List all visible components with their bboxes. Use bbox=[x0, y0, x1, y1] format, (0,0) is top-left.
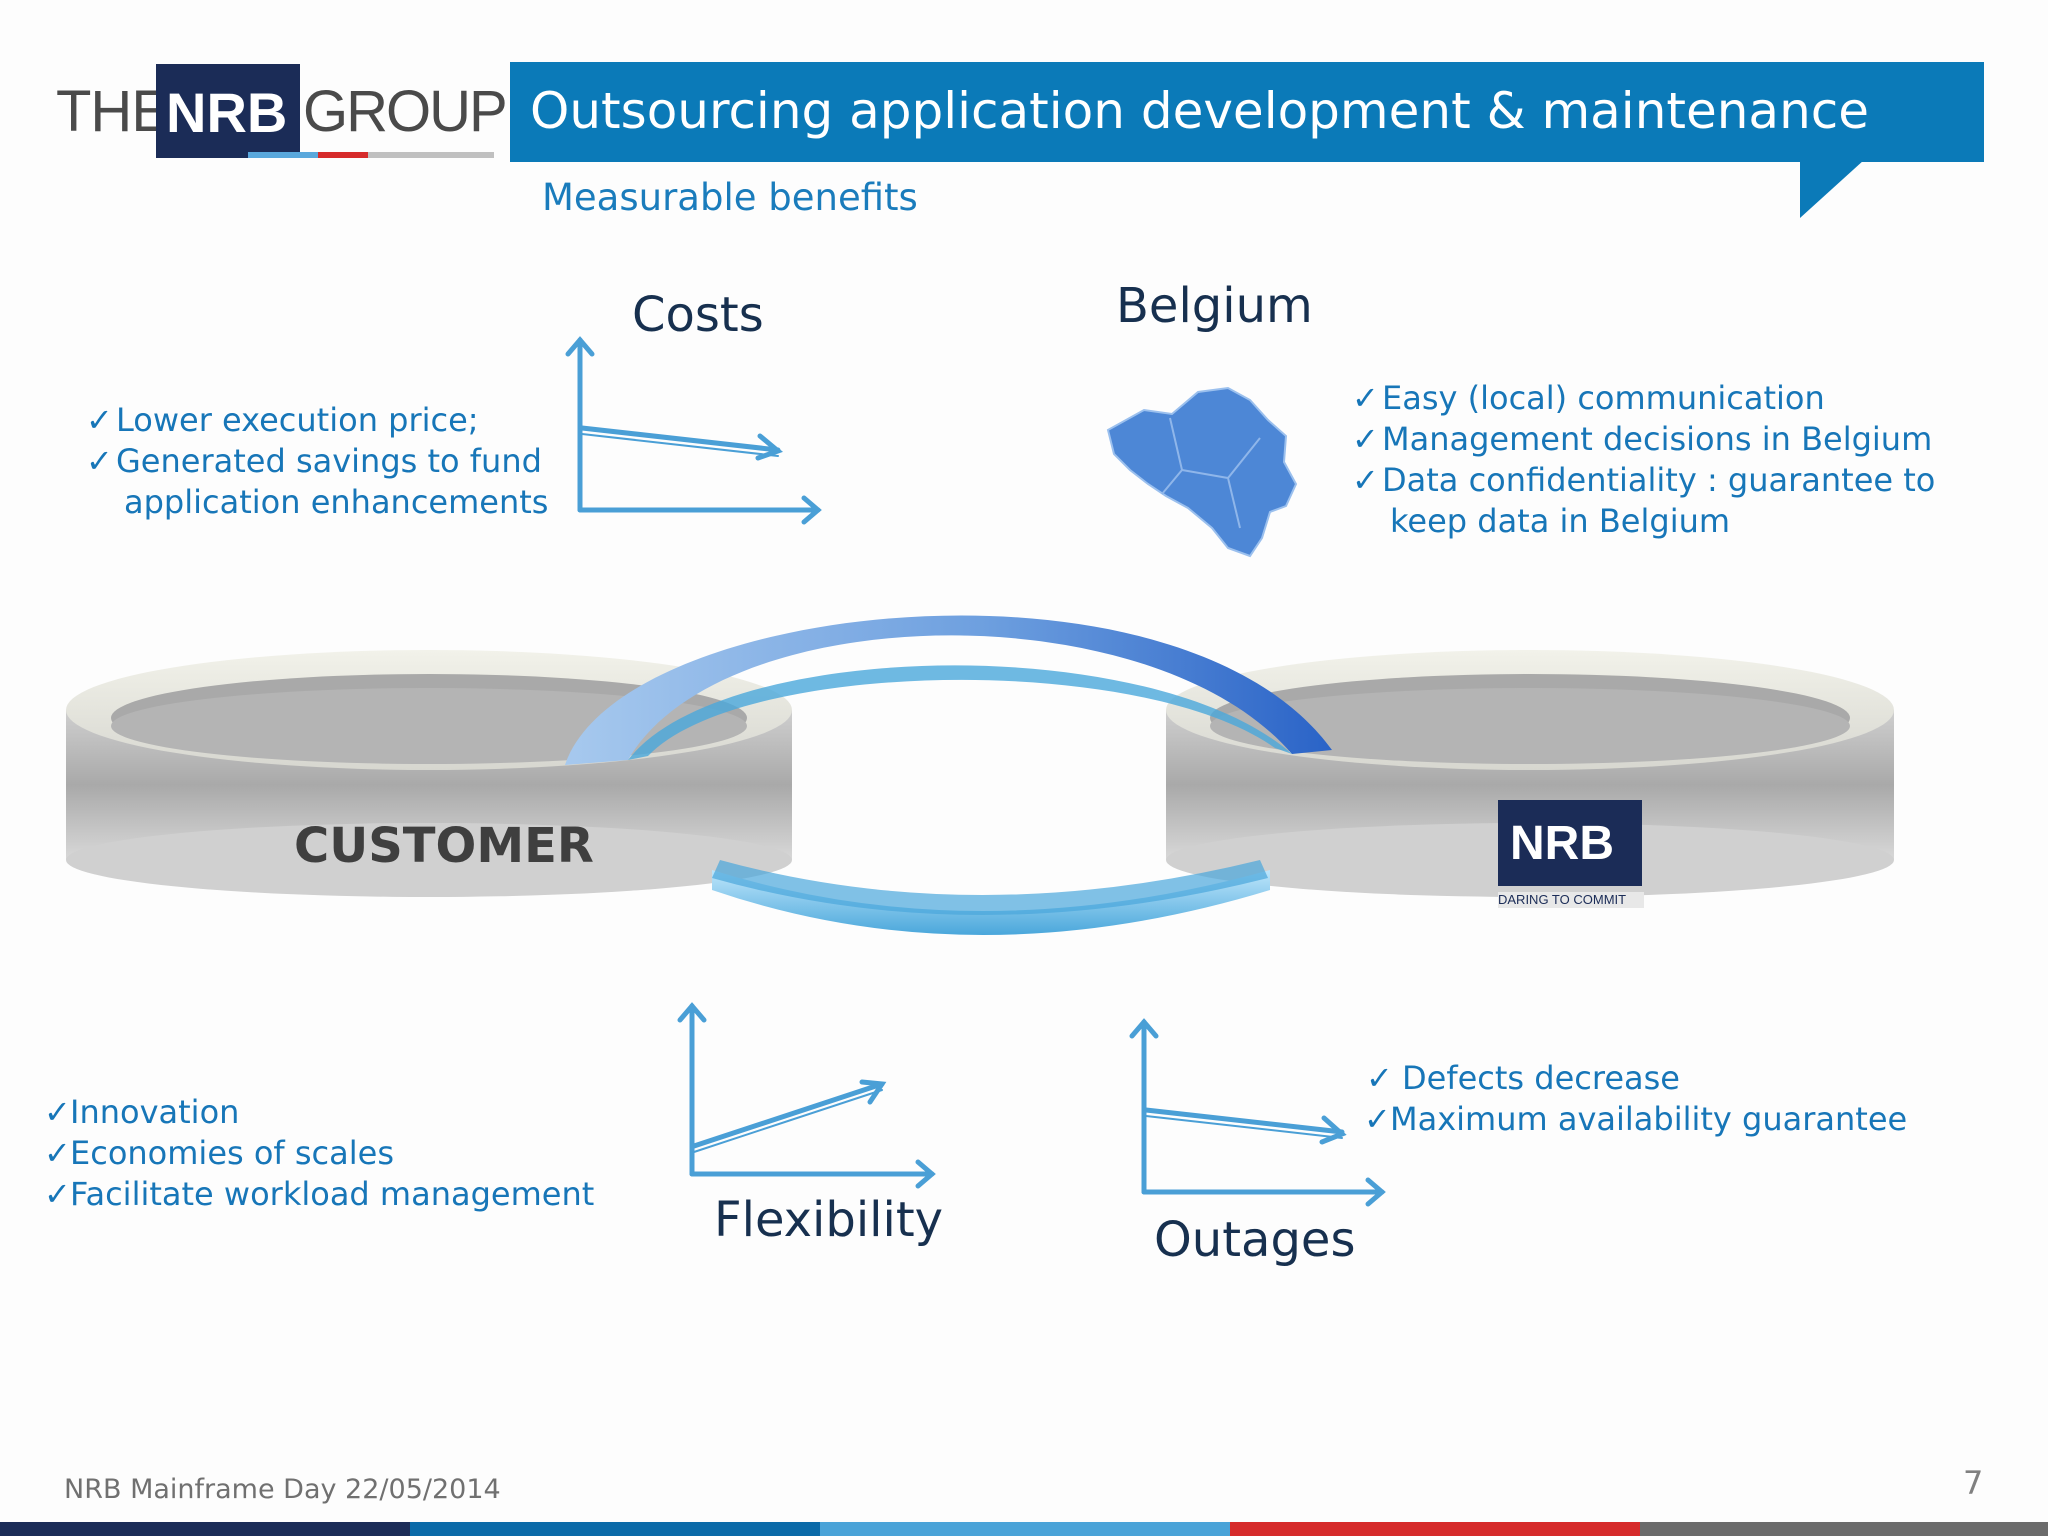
check-icon: ✓ bbox=[86, 401, 113, 439]
list-item-continuation: keep data in Belgium bbox=[1390, 502, 1731, 540]
logo-stripe-blue bbox=[248, 152, 318, 158]
check-icon: ✓ bbox=[44, 1134, 71, 1172]
link-top-arc bbox=[565, 615, 1332, 765]
costs-benefits-list: ✓Lower execution price; ✓Generated savin… bbox=[86, 400, 548, 523]
customer-label: CUSTOMER bbox=[294, 818, 594, 874]
nrb-provider-name: NRB bbox=[1510, 817, 1614, 870]
list-item: ✓Lower execution price; bbox=[86, 401, 479, 439]
flexibility-heading: Flexibility bbox=[714, 1192, 944, 1248]
outages-heading: Outages bbox=[1154, 1212, 1356, 1268]
nrb-provider-logo: NRB bbox=[1498, 800, 1642, 886]
outages-trend-chart bbox=[1129, 1018, 1386, 1207]
list-item: ✓Facilitate workload management bbox=[44, 1175, 595, 1213]
check-icon: ✓ bbox=[86, 442, 113, 480]
logo-the: THE bbox=[56, 79, 170, 144]
check-icon: ✓ bbox=[1352, 420, 1379, 458]
list-item: ✓Easy (local) communication bbox=[1352, 379, 1825, 417]
list-item: ✓Generated savings to fund bbox=[86, 442, 542, 480]
logo-stripe-red bbox=[318, 152, 368, 158]
arrow-head bbox=[565, 336, 595, 357]
title-callout-tail bbox=[1800, 160, 1864, 218]
list-item-continuation: application enhancements bbox=[124, 483, 549, 521]
footer-bar-blue bbox=[410, 1522, 820, 1536]
list-item: ✓Management decisions in Belgium bbox=[1352, 420, 1933, 458]
logo-nrb-box: NRB bbox=[156, 64, 300, 158]
logo-nrb: NRB bbox=[166, 81, 288, 144]
list-item: ✓Economies of scales bbox=[44, 1134, 394, 1172]
check-icon: ✓ bbox=[44, 1175, 71, 1213]
page-subtitle: Measurable benefits bbox=[542, 176, 918, 219]
list-item: ✓Maximum availability guarantee bbox=[1364, 1100, 1908, 1138]
logo-group: GROUP bbox=[303, 79, 508, 144]
outages-benefits-list: ✓Defects decrease ✓Maximum availability … bbox=[1364, 1058, 1907, 1140]
list-item: ✓Data confidentiality : guarantee to bbox=[1352, 461, 1936, 499]
nrb-group-logo: THE NRB GROUP bbox=[56, 64, 508, 158]
rings-diagram bbox=[66, 615, 1894, 935]
footer-bar-lightblue bbox=[820, 1522, 1230, 1536]
list-item: ✓Innovation bbox=[44, 1093, 240, 1131]
belgium-map-icon bbox=[1106, 386, 1298, 558]
check-icon: ✓ bbox=[1364, 1100, 1391, 1138]
logo-stripe-navy bbox=[156, 152, 248, 158]
check-icon: ✓ bbox=[1352, 379, 1379, 417]
list-item: ✓Defects decrease bbox=[1366, 1059, 1680, 1097]
nrb-provider-tagline: DARING TO COMMIT bbox=[1498, 892, 1644, 908]
footer-text: NRB Mainframe Day 22/05/2014 bbox=[64, 1474, 501, 1505]
flexibility-trend-chart bbox=[677, 1002, 936, 1189]
check-icon: ✓ bbox=[1352, 461, 1379, 499]
footer-bar-grey bbox=[1640, 1522, 2048, 1536]
costs-heading: Costs bbox=[632, 287, 764, 343]
page-number: 7 bbox=[1963, 1464, 1984, 1502]
footer-bar-red bbox=[1230, 1522, 1640, 1536]
page-title: Outsourcing application development & ma… bbox=[530, 82, 1870, 140]
check-icon: ✓ bbox=[44, 1093, 71, 1131]
costs-trend-line bbox=[579, 425, 781, 453]
title-bar: Outsourcing application development & ma… bbox=[510, 62, 1984, 162]
link-bottom-arc bbox=[712, 870, 1270, 935]
logo-stripe-grey bbox=[368, 152, 494, 158]
belgium-heading: Belgium bbox=[1116, 278, 1313, 334]
belgium-benefits-list: ✓Easy (local) communication ✓Management … bbox=[1352, 378, 1935, 542]
costs-trend-chart bbox=[565, 336, 822, 525]
flexibility-benefits-list: ✓Innovation ✓Economies of scales ✓Facili… bbox=[44, 1092, 594, 1215]
check-icon: ✓ bbox=[1366, 1059, 1393, 1097]
footer-bar-navy bbox=[0, 1522, 410, 1536]
